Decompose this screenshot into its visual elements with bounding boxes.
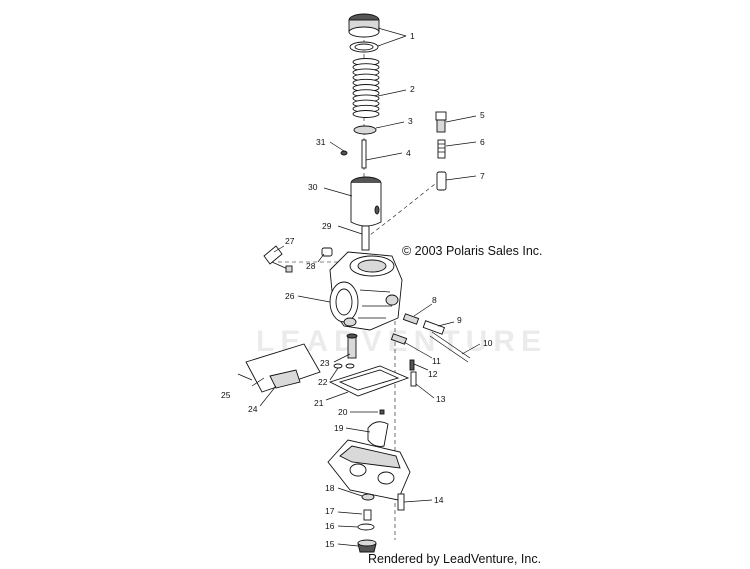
- part-float-pin: [379, 409, 385, 415]
- callout-13: 13: [436, 394, 446, 404]
- part-cap: [348, 13, 380, 53]
- callout-25: 25: [221, 390, 231, 400]
- part-throttle-slide: [350, 176, 382, 227]
- callout-5: 5: [480, 110, 485, 120]
- callout-30: 30: [308, 182, 318, 192]
- part-choke-cap: [321, 247, 333, 257]
- part-float-gasket: [328, 365, 410, 397]
- part-small-pin: [409, 359, 415, 371]
- assembly-line-top: [369, 179, 441, 236]
- callout-14: 14: [434, 495, 444, 505]
- copyright-text: © 2003 Polaris Sales Inc.: [402, 244, 543, 258]
- callout-18: 18: [325, 483, 335, 493]
- callout-2: 2: [410, 84, 415, 94]
- callout-16: 16: [325, 521, 335, 531]
- part-choke-plunger: [263, 245, 293, 273]
- callout-22: 22: [318, 377, 328, 387]
- part-cable-adjuster: [435, 111, 447, 133]
- part-float: [367, 421, 389, 447]
- part-air-jet: [390, 333, 408, 345]
- callout-7: 7: [480, 171, 485, 181]
- callout-3: 3: [408, 116, 413, 126]
- part-washer: [357, 523, 375, 531]
- part-bracket-plate: [237, 343, 321, 393]
- rendered-by-text: Rendered by LeadVenture, Inc.: [368, 552, 542, 566]
- part-clip: [340, 150, 348, 156]
- part-pilot-screw: [402, 313, 420, 325]
- callout-31: 31: [316, 137, 326, 147]
- callout-26: 26: [285, 291, 295, 301]
- part-needle-jet: [346, 333, 358, 359]
- callout-21: 21: [314, 398, 324, 408]
- part-bowl-screw: [397, 493, 405, 511]
- callout-12: 12: [428, 369, 438, 379]
- part-gasket-ring: [333, 363, 355, 369]
- callout-11: 11: [432, 356, 441, 366]
- part-adjuster-spring: [437, 139, 446, 159]
- part-main-jet: [363, 509, 372, 521]
- callout-17: 17: [325, 506, 335, 516]
- part-retainer: [353, 125, 377, 135]
- part-idle-screw: [361, 225, 370, 251]
- callout-24: 24: [248, 404, 258, 414]
- part-jet-plug: [422, 320, 445, 335]
- callout-23: 23: [320, 358, 330, 368]
- callout-27: 27: [285, 236, 295, 246]
- callout-10: 10: [483, 338, 493, 348]
- part-spring: [352, 58, 380, 118]
- callout-29: 29: [322, 221, 332, 231]
- part-carburetor-body: [329, 251, 403, 331]
- leader-lines: [251, 27, 481, 547]
- part-main-jet-holder: [361, 493, 375, 501]
- callout-15: 15: [325, 539, 335, 549]
- callout-1: 1: [410, 31, 415, 41]
- part-needle: [361, 139, 367, 169]
- callout-20: 20: [338, 407, 348, 417]
- spring-coil: [352, 110, 380, 118]
- callout-labels: 1 2 3 4 5 6 7 8 9 10 11 12 13 14 15 16 1…: [221, 31, 493, 549]
- part-drain-plug: [357, 539, 377, 553]
- callout-6: 6: [480, 137, 485, 147]
- part-shaft: [429, 331, 471, 363]
- callout-9: 9: [457, 315, 462, 325]
- callout-8: 8: [432, 295, 437, 305]
- part-float-bowl: [327, 439, 411, 501]
- part-drain-screw: [410, 371, 417, 387]
- callout-19: 19: [334, 423, 344, 433]
- part-plunger: [436, 171, 447, 191]
- callout-28: 28: [306, 261, 316, 271]
- callout-4: 4: [406, 148, 411, 158]
